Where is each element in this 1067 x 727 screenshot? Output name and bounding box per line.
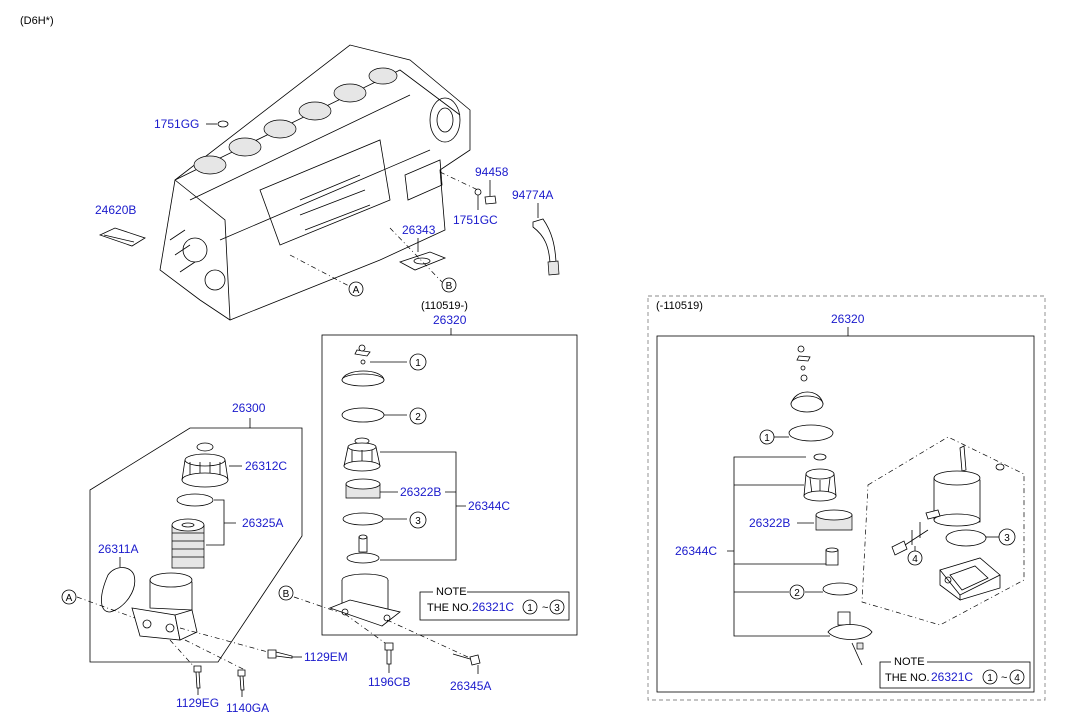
cylinder-bores — [193, 67, 398, 175]
filter-element — [171, 518, 205, 569]
old-oring-1 — [788, 424, 834, 442]
filter-cap-26312c — [181, 442, 229, 488]
label-26300[interactable]: 26300 — [232, 401, 266, 415]
note-range-start-new: 1 — [527, 603, 533, 614]
ref-a-circle-bottom — [61, 589, 77, 605]
circled-3-new: 3 — [415, 516, 421, 527]
label-26322b-new[interactable]: 26322B — [400, 485, 441, 499]
old-cap-bolt — [796, 345, 811, 382]
note-range-start-old: 1 — [987, 673, 993, 684]
old-version-dashed-box — [647, 295, 1046, 701]
ref-b-circle-top — [441, 277, 457, 293]
assy-frame-26320-new — [321, 334, 578, 636]
note-title-old: NOTE — [894, 656, 925, 668]
bolt-1129eg — [193, 665, 202, 689]
note-box-old — [879, 661, 1031, 689]
circled-4-old: 4 — [912, 554, 918, 565]
label-26325a[interactable]: 26325A — [242, 516, 283, 530]
label-1140ga[interactable]: 1140GA — [226, 701, 269, 715]
ref-b-bottom: B — [283, 589, 290, 600]
label-94458[interactable]: 94458 — [475, 165, 509, 179]
bolt-1140ga — [237, 669, 246, 691]
oring-26325a-upper — [176, 493, 214, 507]
engine-code-text: (D6H*) — [20, 15, 54, 27]
old-stem — [825, 547, 839, 566]
label-26344c-old[interactable]: 26344C — [675, 544, 717, 558]
date-old-version: (-110519) — [656, 300, 703, 312]
gasket-26311a — [101, 567, 136, 613]
circled-1-old: 1 — [764, 433, 770, 444]
plug-1751gg — [217, 120, 229, 128]
label-26322b-old[interactable]: 26322B — [749, 516, 790, 530]
bolt-1129em — [267, 649, 293, 659]
label-94774a[interactable]: 94774A — [512, 188, 553, 202]
old-side-assembly — [891, 445, 1005, 601]
label-1751gc[interactable]: 1751GC — [453, 213, 498, 227]
new-ring-26322b — [345, 478, 381, 499]
note-part-new[interactable]: 26321C — [472, 600, 514, 614]
ref-b-top: B — [446, 281, 453, 292]
label-26343[interactable]: 26343 — [402, 223, 436, 237]
circled-1-new: 1 — [415, 358, 421, 369]
new-cap-element — [343, 437, 381, 472]
label-24620b[interactable]: 24620B — [95, 203, 136, 217]
label-26320-new[interactable]: 26320 — [433, 313, 467, 327]
note-sep-new: ~ — [542, 602, 548, 614]
oil-pipe-94774a — [532, 218, 557, 264]
note-part-old[interactable]: 26321C — [931, 670, 973, 684]
bolt-1196cb — [384, 642, 394, 665]
engine-block-illustration — [159, 44, 471, 321]
label-26344c-new[interactable]: 26344C — [468, 499, 510, 513]
old-base-plate — [827, 611, 873, 666]
note-range-end-old: 4 — [1014, 673, 1020, 684]
ref-a-bottom: A — [66, 593, 73, 604]
old-oring-2 — [822, 582, 858, 596]
ref-a-top: A — [353, 285, 360, 296]
old-cap-element — [803, 453, 837, 502]
new-oring-3 — [342, 512, 384, 526]
note-prefix-old: THE NO. — [885, 672, 930, 684]
circled-2-old: 2 — [794, 588, 800, 599]
new-oring-2 — [341, 407, 385, 423]
washer-1751gc — [474, 188, 482, 196]
note-prefix-new: THE NO. — [427, 602, 472, 614]
label-1129eg[interactable]: 1129EG — [176, 696, 219, 710]
label-1751gg[interactable]: 1751GG — [154, 117, 199, 131]
old-ring-26322b — [815, 509, 853, 531]
new-cap-bolt — [354, 344, 371, 365]
note-title-new: NOTE — [436, 586, 467, 598]
date-new-version: (110519-) — [421, 300, 468, 312]
label-26312c[interactable]: 26312C — [245, 459, 287, 473]
note-sep-old: ~ — [1001, 672, 1007, 684]
note-range-end-new: 3 — [554, 603, 560, 614]
label-1196cb[interactable]: 1196CB — [368, 675, 410, 689]
bolt-26345a — [452, 653, 481, 666]
new-center-stem — [346, 534, 380, 564]
label-26311a[interactable]: 26311A — [98, 542, 138, 556]
old-assembly-outline — [861, 436, 1025, 626]
assy-frame-26320-old — [656, 335, 1035, 693]
new-housing — [328, 573, 401, 627]
label-26320-old[interactable]: 26320 — [831, 312, 865, 326]
assy-frame-26300 — [89, 418, 303, 663]
circled-3-old: 3 — [1004, 533, 1010, 544]
ref-a-circle-top — [348, 281, 364, 297]
gasket-24620b — [98, 227, 146, 247]
label-26345a[interactable]: 26345A — [450, 679, 491, 693]
circled-2-new: 2 — [415, 412, 421, 423]
label-1129em[interactable]: 1129EM — [304, 650, 348, 664]
fitting-94458 — [484, 195, 497, 205]
filter-housing — [131, 572, 198, 641]
ref-b-circle-bottom — [278, 585, 294, 601]
note-box-new — [419, 591, 570, 621]
gasket-26343 — [398, 251, 447, 271]
